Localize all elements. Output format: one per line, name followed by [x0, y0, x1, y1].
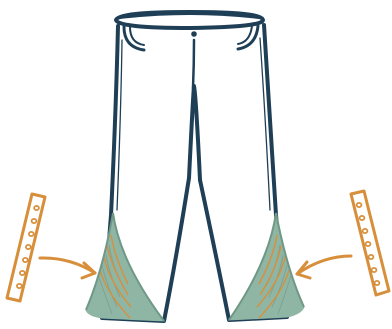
- left-gusset-insert: [86, 213, 164, 321]
- left-arrow-icon: [40, 258, 95, 278]
- waistband: [116, 12, 263, 28]
- button-icon: [191, 31, 197, 37]
- right-fabric-strip-icon: [351, 191, 389, 295]
- right-gusset-insert: [229, 213, 304, 320]
- left-fabric-strip-icon: [7, 194, 45, 301]
- right-arrow-icon: [297, 256, 351, 278]
